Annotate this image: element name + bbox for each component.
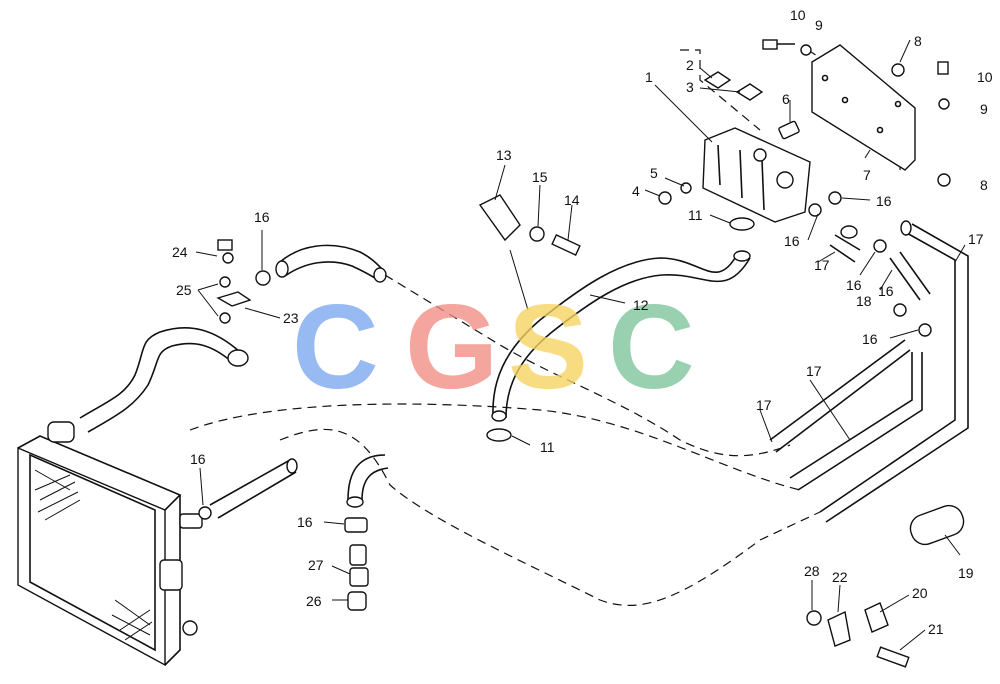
- watermark-letter-s: S: [508, 280, 588, 414]
- part-label: 25: [176, 282, 192, 298]
- watermark-letter-g: G: [405, 280, 498, 414]
- part-labels: 1 2 3 4 5 6 7 8 8 9 9 10 10 11 11 12 13 …: [172, 7, 993, 637]
- part-label: 3: [686, 79, 694, 95]
- part-label: 17: [968, 231, 984, 247]
- part-label: 9: [815, 17, 823, 33]
- part-label: 9: [980, 101, 988, 117]
- watermark-letter-c2: C: [608, 280, 695, 414]
- watermark-letter-c1: C: [292, 280, 379, 414]
- radiator: [17, 421, 203, 667]
- part-label: 16: [878, 283, 894, 299]
- hose-12: [491, 250, 751, 422]
- part-label: 18: [856, 293, 872, 309]
- part-label: 11: [688, 207, 703, 223]
- part-label: 17: [814, 257, 830, 273]
- part-label: 7: [863, 167, 871, 183]
- part-label: 14: [564, 192, 580, 208]
- hose-lower-left: [209, 454, 389, 519]
- part-label: 16: [297, 514, 313, 530]
- part-label: 15: [532, 169, 548, 185]
- part-label: 6: [782, 91, 790, 107]
- heater-unit-1: [702, 127, 811, 223]
- hardware-parts: [198, 39, 965, 668]
- part-label: 17: [756, 397, 772, 413]
- part-label: 2: [686, 57, 694, 73]
- part-label: 16: [190, 451, 206, 467]
- part-label: 19: [958, 565, 974, 581]
- part-label: 16: [876, 193, 892, 209]
- hoses-17: [769, 220, 969, 523]
- part-label: 16: [862, 331, 878, 347]
- part-label: 27: [308, 557, 324, 573]
- part-label: 8: [914, 33, 922, 49]
- part-label: 10: [790, 7, 806, 23]
- part-label: 23: [283, 310, 299, 326]
- part-label: 12: [633, 297, 649, 313]
- part-label: 11: [540, 439, 555, 455]
- part-label: 10: [977, 69, 993, 85]
- part-label: 16: [846, 277, 862, 293]
- part-label: 4: [632, 183, 640, 199]
- part-label: 20: [912, 585, 928, 601]
- part-label: 21: [928, 621, 944, 637]
- part-label: 24: [172, 244, 188, 260]
- part-label: 16: [254, 209, 270, 225]
- part-label: 28: [804, 563, 820, 579]
- hose-upper-left: [275, 244, 387, 283]
- part-label: 5: [650, 165, 658, 181]
- part-label: 8: [980, 177, 988, 193]
- part-label: 16: [784, 233, 800, 249]
- hose-23: [79, 326, 249, 433]
- part-label: 22: [832, 569, 848, 585]
- part-label: 13: [496, 147, 512, 163]
- part-label: 17: [806, 363, 822, 379]
- leader-lines: [195, 39, 966, 651]
- bracket-7: [811, 44, 916, 171]
- part-label: 26: [306, 593, 322, 609]
- part-label: 1: [645, 69, 653, 85]
- watermark-cgsc: C G S C: [292, 280, 695, 414]
